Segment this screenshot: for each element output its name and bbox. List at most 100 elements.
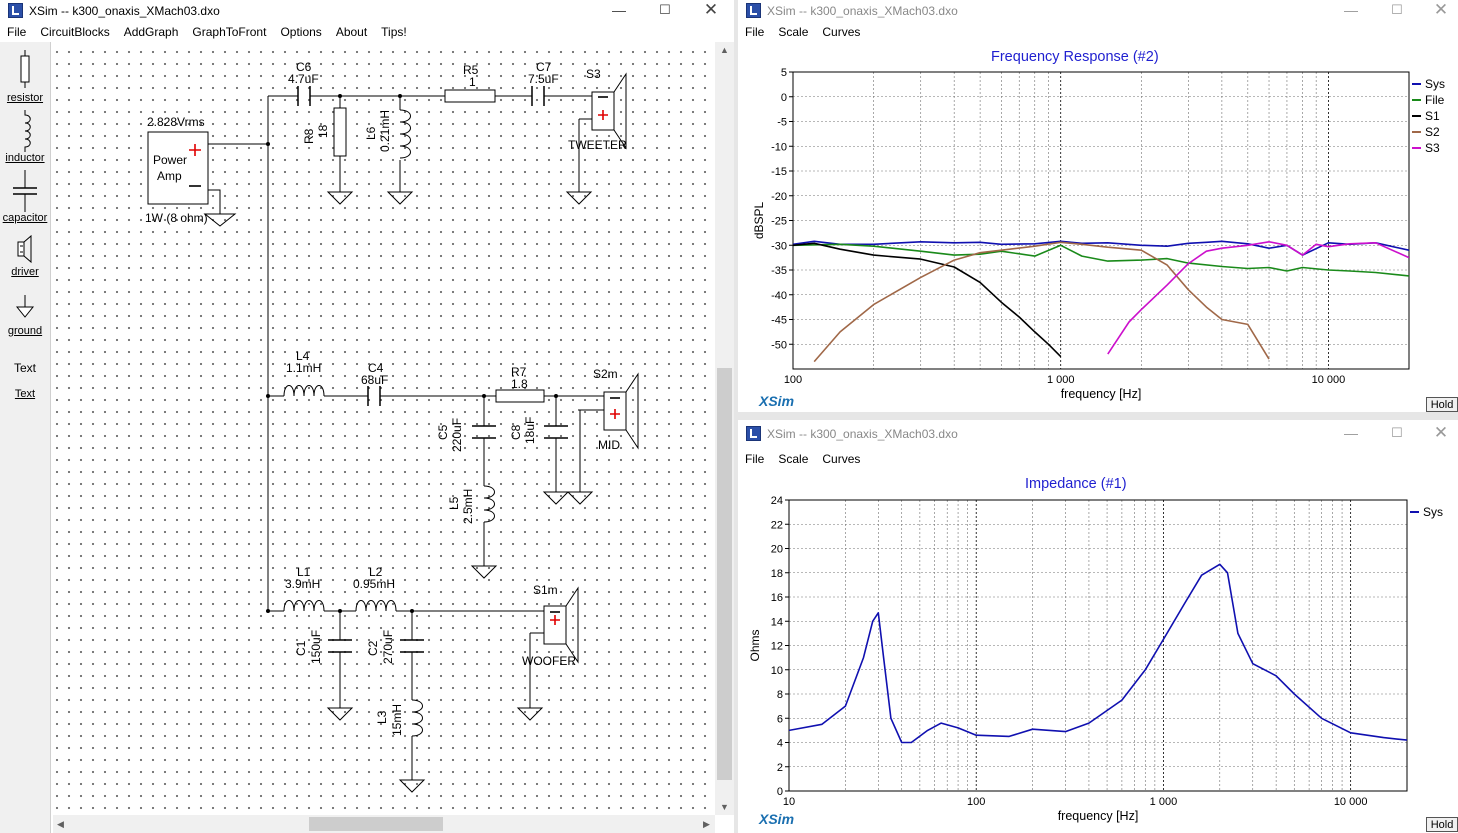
freq-y-tick-label: -45 [771, 315, 787, 327]
menu-tips[interactable]: Tips! [381, 25, 407, 39]
freq-series-s1[interactable] [793, 242, 1062, 358]
freq-y-axis-label: dBSPL [752, 201, 766, 239]
resistor-icon [20, 50, 30, 88]
tool-ground[interactable]: ground [0, 295, 50, 337]
vertical-scrollbar[interactable]: ▲ ▼ [715, 42, 734, 815]
tool-label-text: Text [14, 388, 36, 400]
menu-about[interactable]: About [335, 25, 368, 39]
value-r7: 1.8 [511, 377, 528, 391]
freq-series-s3[interactable] [1107, 241, 1409, 355]
scroll-right-icon[interactable]: ▶ [703, 819, 710, 829]
imp-menu-curves[interactable]: Curves [822, 452, 861, 466]
freq-y-tick-label: -5 [777, 117, 787, 129]
value-l2: 0.95mH [353, 577, 395, 591]
menu-addgraph[interactable]: AddGraph [123, 25, 179, 39]
component-toolbar: resistor inductor capacitor driver groun… [0, 42, 51, 833]
driver-icon [17, 234, 32, 264]
imp-y-tick-label: 24 [771, 495, 783, 507]
imp-menu-file[interactable]: File [745, 452, 765, 466]
maximize-icon[interactable]: ☐ [1391, 425, 1403, 440]
freq-menu-scale[interactable]: Scale [778, 25, 809, 39]
close-icon[interactable]: ✕ [1433, 423, 1449, 442]
xsim-brand-freq: XSim [759, 393, 795, 409]
schematic-canvas[interactable]: 2.828Vrms Power Amp 1W (8 ohm) C6 4.7uF … [53, 42, 715, 815]
maximize-icon[interactable]: ☐ [1391, 2, 1403, 17]
schematic-titlebar[interactable]: XSim -- k300_onaxis_XMach03.dxo — ☐ ✕ [0, 0, 734, 22]
vertical-scroll-thumb[interactable] [717, 368, 732, 780]
tool-capacitor[interactable]: capacitor [0, 170, 50, 224]
imp-menubar: File Scale Curves [738, 449, 1458, 469]
tool-inductor[interactable]: inductor [0, 110, 50, 164]
label-c5: C5 [436, 424, 450, 440]
power-amp-label2: Amp [157, 169, 182, 183]
freq-hold-button[interactable]: Hold [1426, 397, 1458, 412]
imp-titlebar[interactable]: XSim -- k300_onaxis_XMach03.dxo — ☐ ✕ [738, 423, 1458, 445]
label-c6: C6 [296, 60, 312, 74]
imp-y-tick-label: 16 [771, 592, 783, 604]
window-separator-horizontal [738, 412, 1458, 420]
freq-x-tick-label: 1 000 [1047, 374, 1075, 386]
imp-x-tick-label: 10 [783, 796, 795, 808]
source-voltage: 2.828Vrms [147, 115, 205, 129]
imp-y-tick-label: 8 [777, 689, 783, 701]
horizontal-scrollbar[interactable]: ◀ ▶ [53, 815, 715, 833]
freq-menu-curves[interactable]: Curves [822, 25, 861, 39]
scroll-left-icon[interactable]: ◀ [57, 819, 64, 829]
value-c7: 7.5uF [528, 72, 559, 86]
imp-hold-button[interactable]: Hold [1426, 817, 1458, 832]
imp-y-tick-label: 14 [771, 616, 783, 628]
minimize-icon[interactable]: — [1344, 2, 1358, 18]
tool-resistor[interactable]: resistor [0, 50, 50, 104]
freq-series-s2[interactable] [813, 241, 1270, 363]
power-amp-label1: Power [153, 153, 187, 167]
label-r5: R5 [463, 63, 479, 77]
freq-legend-label: S2 [1425, 125, 1440, 139]
value-c4: 68uF [361, 373, 388, 387]
label-c1: C1 [294, 640, 308, 656]
scroll-up-icon[interactable]: ▲ [720, 45, 729, 55]
value-c6: 4.7uF [288, 72, 319, 86]
tool-text[interactable]: Text Text [0, 360, 50, 400]
value-l5: 2.5mH [461, 489, 475, 524]
label-l6: L6 [364, 126, 378, 140]
freq-series-file[interactable] [793, 243, 1409, 277]
label-c2: C2 [366, 640, 380, 656]
menu-circuitblocks[interactable]: CircuitBlocks [40, 25, 110, 39]
freq-window-title: XSim -- k300_onaxis_XMach03.dxo [767, 4, 958, 18]
tool-label-resistor: resistor [6, 92, 44, 104]
menu-graphtofront[interactable]: GraphToFront [192, 25, 267, 39]
value-l4: 1.1mH [286, 361, 321, 375]
imp-y-tick-label: 12 [771, 641, 783, 653]
power-amp-box[interactable] [147, 131, 209, 205]
imp-y-tick-label: 0 [777, 786, 783, 798]
menu-options[interactable]: Options [280, 25, 322, 39]
freq-plot-frame [792, 71, 1410, 370]
freq-titlebar[interactable]: XSim -- k300_onaxis_XMach03.dxo — ☐ ✕ [738, 0, 1458, 22]
minimize-icon[interactable]: — [612, 2, 626, 18]
freq-legend-label: File [1425, 93, 1445, 107]
imp-graph-title: Impedance (#1) [1025, 476, 1127, 492]
close-icon[interactable]: ✕ [703, 0, 719, 19]
label-l3: L3 [375, 710, 389, 724]
text-tool-icon: Text [13, 361, 36, 375]
scroll-down-icon[interactable]: ▼ [720, 802, 729, 812]
maximize-icon[interactable]: ☐ [659, 2, 671, 17]
freq-menu-file[interactable]: File [745, 25, 765, 39]
freq-x-axis-label: frequency [Hz] [1061, 387, 1142, 401]
freq-y-tick-label: -50 [771, 339, 787, 351]
tool-driver[interactable]: driver [0, 234, 50, 278]
menu-file[interactable]: File [7, 25, 27, 39]
horizontal-scroll-thumb[interactable] [309, 817, 443, 831]
impedance-window: XSim -- k300_onaxis_XMach03.dxo — ☐ ✕ Fi… [738, 420, 1458, 833]
imp-y-tick-label: 4 [777, 738, 783, 750]
minimize-icon[interactable]: — [1344, 425, 1358, 441]
inductor-icon [24, 110, 31, 152]
close-icon[interactable]: ✕ [1433, 0, 1449, 19]
imp-series-sys[interactable] [789, 563, 1407, 744]
imp-menu-scale[interactable]: Scale [778, 452, 809, 466]
label-c7: C7 [536, 60, 552, 74]
freq-x-tick-label: 100 [784, 374, 802, 386]
value-l6: 0.21mH [378, 110, 392, 152]
